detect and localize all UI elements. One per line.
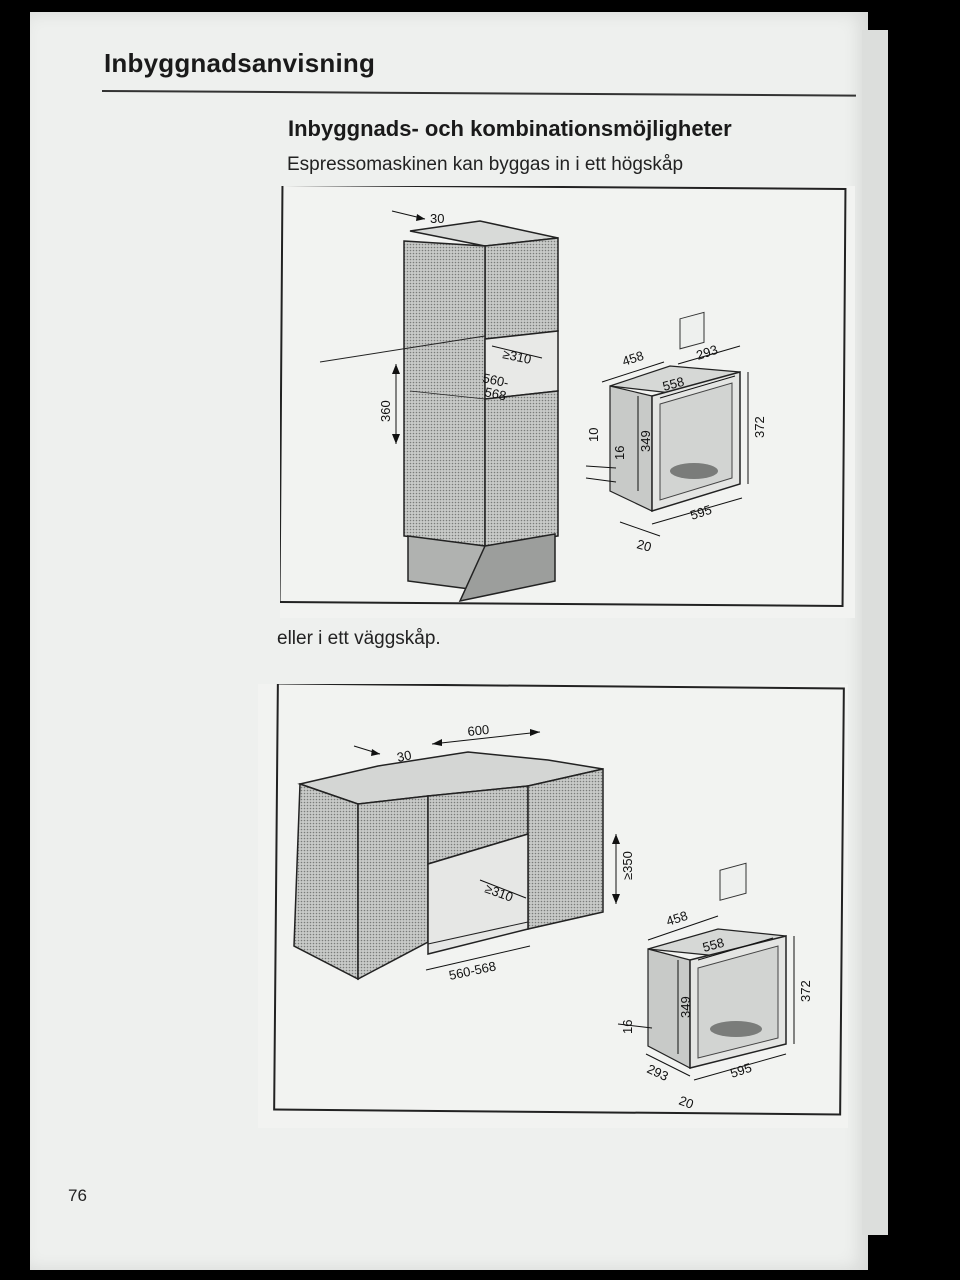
machine-1-dimensions: 458 293 558 372 349 16 10 595 20 (585, 342, 767, 555)
subheading: Inbyggnads- och kombinationsmöjligheter (288, 116, 732, 141)
dim-machine-height-inner-2: 349 (678, 996, 693, 1018)
machine-2-dimensions: 458 558 372 349 16 293 595 20 (617, 908, 813, 1112)
dim-niche-width-a: 560- (481, 370, 510, 390)
dim-offset-16: 16 (612, 446, 627, 460)
dim-machine-depth-2: 458 (664, 908, 689, 929)
page-number: 76 (68, 1186, 87, 1205)
dim-machine-depth: 458 (620, 348, 645, 369)
dim-niche-height: 360 (378, 400, 393, 422)
section-title: Inbyggnadsanvisning (104, 48, 376, 78)
dim-depth-top: 30 (430, 211, 444, 226)
wall-cabinet-drawing (293, 751, 604, 981)
tall-cabinet-dimensions: 30 ≥310 560- 568 360 (378, 210, 543, 444)
dim-niche-width-b: 568 (483, 384, 507, 403)
espresso-machine-drawing-2 (647, 862, 787, 1069)
text-tall-cabinet: Espressomaskinen kan byggas in i ett hög… (287, 154, 684, 175)
dim-machine-width: 595 (688, 502, 713, 523)
dim-depth-top-2: 30 (396, 747, 413, 765)
dim-offset-16-2: 16 (620, 1020, 635, 1034)
dim-machine-height-inner: 349 (638, 430, 653, 452)
figure-wall-cabinet: 30 600 ≥350 ≥310 560-568 458 558 (258, 684, 848, 1128)
dim-offset-10: 10 (586, 428, 601, 442)
espresso-machine-drawing-1 (609, 311, 741, 513)
dim-machine-width-2: 595 (728, 1060, 753, 1081)
dim-machine-width-inner-2: 558 (701, 935, 726, 955)
text-wall-cabinet: eller i ett väggskåp. (277, 628, 441, 649)
dim-machine-height-2: 372 (798, 980, 813, 1002)
figure-tall-cabinet: 30 ≥310 560- 568 360 458 293 558 (280, 186, 855, 618)
dim-niche-depth: ≥310 (501, 346, 532, 367)
dim-niche-width-2: 560-568 (448, 958, 498, 983)
dim-width-top: 600 (467, 722, 490, 739)
dim-machine-width-inner: 558 (661, 374, 686, 394)
dim-niche-height-2: ≥350 (620, 851, 635, 880)
page-edge (862, 30, 888, 1235)
dim-machine-height: 372 (752, 416, 767, 438)
dim-front-20-2: 20 (677, 1093, 696, 1112)
tall-cabinet-drawing (319, 220, 559, 603)
dim-front-20: 20 (635, 536, 653, 554)
dim-machine-depth2: 293 (694, 342, 719, 363)
